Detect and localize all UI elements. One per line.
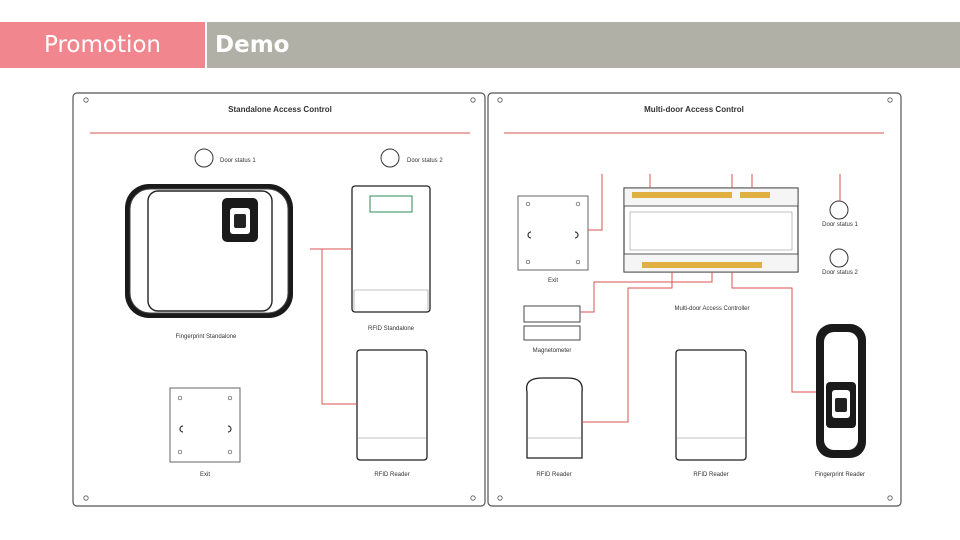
fingerprint-standalone-device xyxy=(125,184,293,318)
page-title: Demo xyxy=(215,32,290,58)
exit-button-multidoor xyxy=(517,195,589,271)
multidoor-status-1-label: Door status 1 xyxy=(822,222,858,228)
door-status-1-label: Door status 1 xyxy=(220,158,256,164)
multidoor-panel: Multi-door Access Control Exit Multi-doo… xyxy=(487,92,902,507)
exit-button-standalone xyxy=(169,387,241,463)
title-bar: Demo xyxy=(207,22,960,68)
rfid-standalone-device xyxy=(351,185,431,313)
rfid-reader-multidoor-1 xyxy=(525,377,583,459)
section-label: Promotion xyxy=(0,22,205,68)
rfid-standalone-label: RFID Standalone xyxy=(368,326,415,332)
controller-label: Multi-door Access Controller xyxy=(674,306,749,312)
door-status-1-sensor xyxy=(194,148,214,168)
wire-multidoor xyxy=(580,174,841,423)
magnetometer-label: Magnetometer xyxy=(533,348,572,354)
fingerprint-reader-label: Fingerprint Reader xyxy=(815,472,865,478)
rfid-reader-1-label: RFID Reader xyxy=(536,472,571,478)
rfid-reader-label-standalone: RFID Reader xyxy=(374,472,409,478)
standalone-title: Standalone Access Control xyxy=(228,105,332,114)
exit-label-multidoor: Exit xyxy=(548,278,558,284)
rfid-reader-multidoor-2 xyxy=(675,349,747,461)
multidoor-controller xyxy=(623,187,799,273)
multidoor-status-1-sensor xyxy=(829,200,849,220)
door-status-2-label: Door status 2 xyxy=(407,158,443,164)
multidoor-title: Multi-door Access Control xyxy=(644,105,744,114)
fingerprint-reader-multidoor xyxy=(816,324,866,458)
fingerprint-standalone-label: Fingerprint Standalone xyxy=(176,334,237,340)
rfid-reader-2-label: RFID Reader xyxy=(693,472,728,478)
wire-standalone xyxy=(310,248,357,405)
standalone-panel: Standalone Access Control Door status 1 … xyxy=(72,92,486,507)
rfid-reader-standalone xyxy=(356,349,428,461)
multidoor-status-2-sensor xyxy=(829,248,849,268)
access-control-diagram: Standalone Access Control Door status 1 … xyxy=(72,92,902,507)
multidoor-status-2-label: Door status 2 xyxy=(822,270,858,276)
exit-label-standalone: Exit xyxy=(200,472,210,478)
magnetometer xyxy=(523,305,581,341)
door-status-2-sensor xyxy=(380,148,400,168)
